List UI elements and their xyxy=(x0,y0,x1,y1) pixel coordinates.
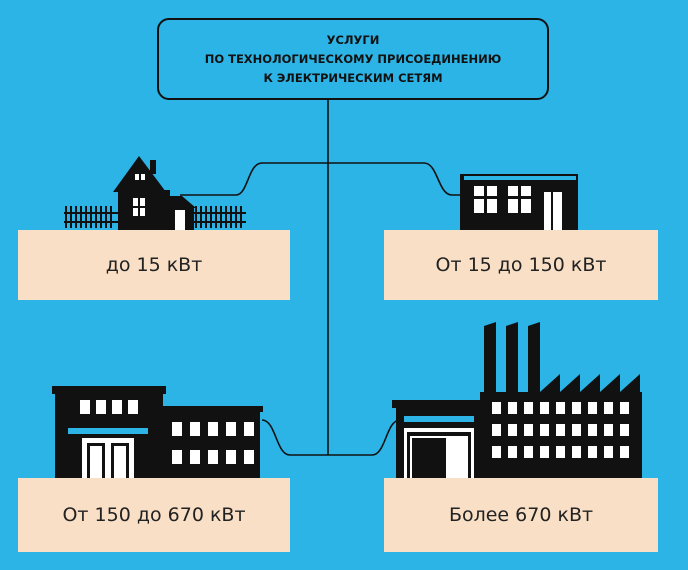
category-box-15-to-150kw: От 15 до 150 кВт xyxy=(384,230,658,300)
title-line-2: ПО ТЕХНОЛОГИЧЕСКОМУ ПРИСОЕДИНЕНИЮ xyxy=(204,51,502,66)
branch-shop xyxy=(328,162,470,196)
title-line-3: К ЭЛЕКТРИЧЕСКИМ СЕТЯМ xyxy=(263,70,443,85)
title-line-1: УСЛУГИ xyxy=(326,32,380,47)
branch-house xyxy=(180,162,328,196)
category-box-150-to-670kw: От 150 до 670 кВт xyxy=(18,478,290,552)
title-box: УСЛУГИ ПО ТЕХНОЛОГИЧЕСКОМУ ПРИСОЕДИНЕНИЮ… xyxy=(157,18,549,100)
category-box-over-670kw: Более 670 кВт xyxy=(384,478,658,552)
category-label: до 15 кВт xyxy=(105,254,203,276)
category-box-up-to-15kw: до 15 кВт xyxy=(18,230,290,300)
category-label: Более 670 кВт xyxy=(448,504,594,526)
branch-office xyxy=(261,419,328,456)
category-label: От 15 до 150 кВт xyxy=(435,254,607,276)
category-label: От 150 до 670 кВт xyxy=(62,504,246,526)
